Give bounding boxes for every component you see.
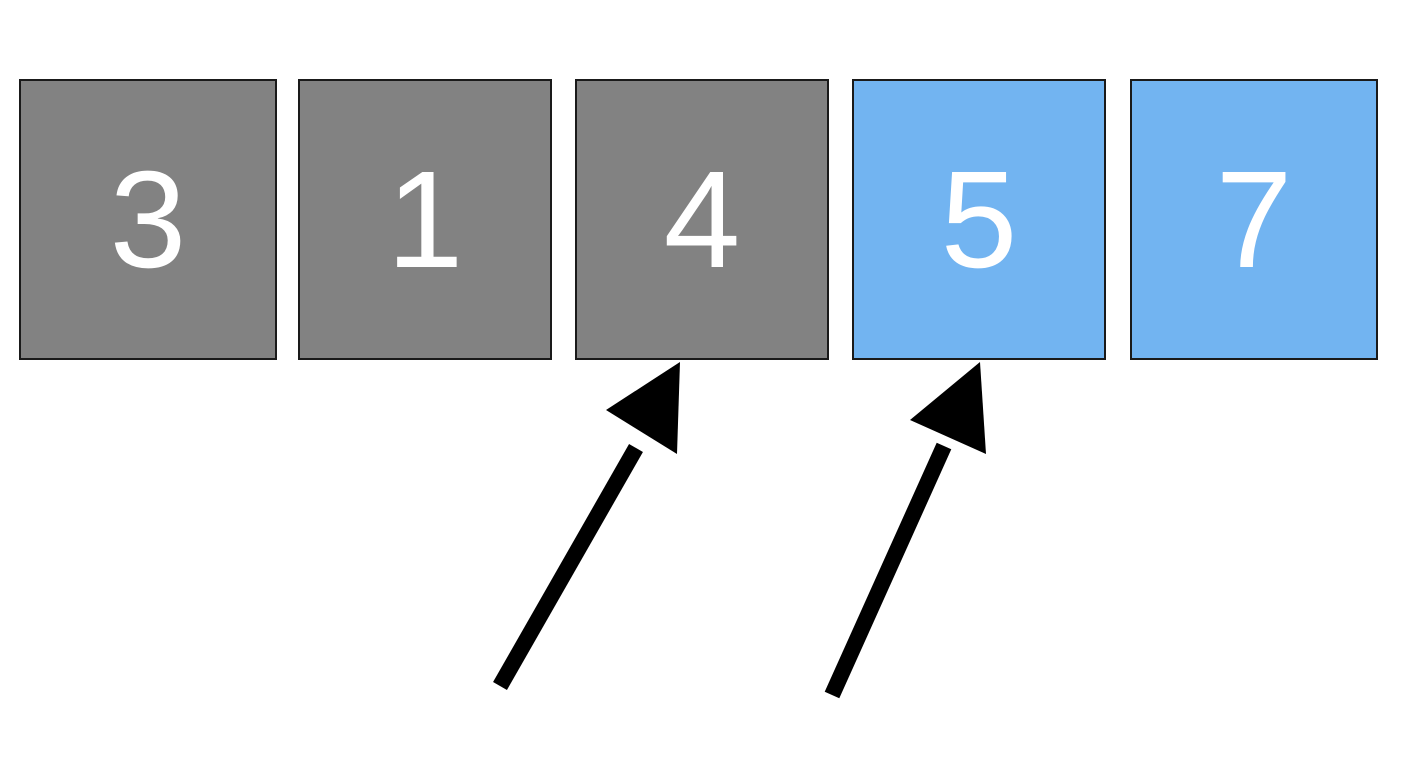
array-cell-4: 7	[1130, 79, 1378, 360]
arrow-up-right-icon	[824, 362, 986, 699]
array-cell-1: 1	[298, 79, 552, 360]
arrow-up-right-icon	[493, 362, 680, 690]
array-cell-2: 4	[575, 79, 829, 360]
array-cell-0: 3	[19, 79, 277, 360]
cell-value-1: 1	[386, 142, 464, 297]
cell-value-3: 5	[940, 142, 1018, 297]
cell-value-2: 4	[663, 142, 741, 297]
array-cell-3: 5	[852, 79, 1106, 360]
cell-value-4: 7	[1215, 142, 1293, 297]
cell-value-0: 3	[109, 142, 187, 297]
